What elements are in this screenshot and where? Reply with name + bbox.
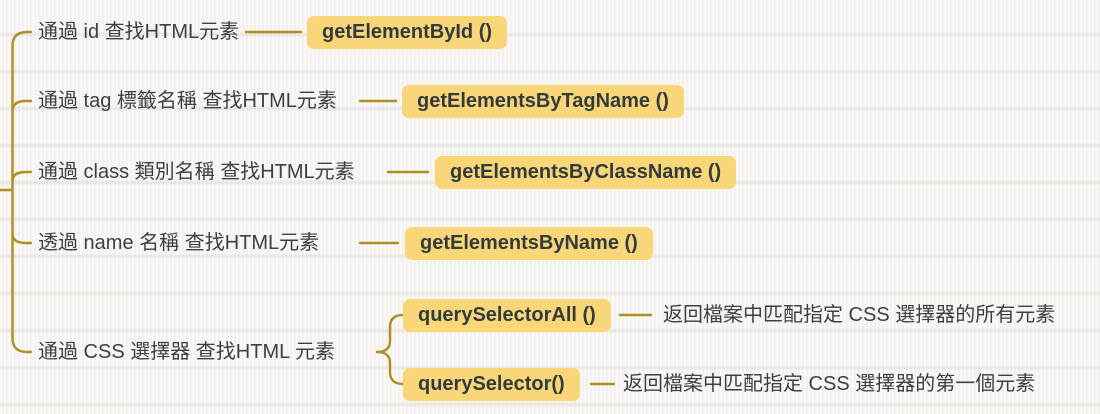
desc-query-selector[interactable]: 返回檔案中匹配指定 CSS 選擇器的第一個元素: [623, 373, 1036, 395]
topic-find-by-id[interactable]: 通過 id 查找HTML元素: [38, 21, 240, 43]
branch-curve-class: [11, 170, 33, 183]
split-bracket-upper: [375, 313, 405, 354]
branch-curve-tag: [11, 99, 33, 113]
desc-query-selector-all[interactable]: 返回檔案中匹配指定 CSS 選擇器的所有元素: [663, 304, 1056, 326]
topic-find-by-name[interactable]: 透過 name 名稱 查找HTML元素: [38, 232, 320, 254]
method-get-elements-by-name[interactable]: getElementsByName (): [405, 227, 653, 260]
branch-curve-css: [11, 336, 33, 354]
method-query-selector[interactable]: querySelector(): [403, 368, 580, 401]
branch-curve-name: [11, 232, 33, 245]
method-get-elements-by-tag-name[interactable]: getElementsByTagName (): [402, 85, 684, 118]
split-bracket-lower: [375, 350, 405, 386]
method-get-element-by-id[interactable]: getElementById (): [307, 16, 508, 49]
method-query-selector-all[interactable]: querySelectorAll (): [403, 299, 611, 332]
topic-find-by-css-selector[interactable]: 通過 CSS 選擇器 查找HTML 元素: [38, 341, 336, 363]
method-get-elements-by-class-name[interactable]: getElementsByClassName (): [435, 156, 737, 189]
topic-find-by-tag[interactable]: 通過 tag 標籤名稱 查找HTML元素: [38, 90, 337, 112]
topic-find-by-class[interactable]: 通過 class 類別名稱 查找HTML元素: [38, 161, 355, 183]
branch-curve-id: [11, 30, 33, 48]
